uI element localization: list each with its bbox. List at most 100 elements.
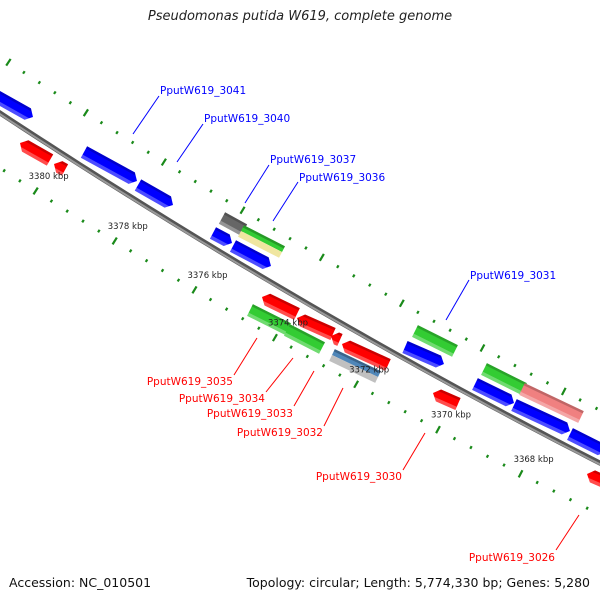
gene-highlight xyxy=(472,386,511,407)
minor-tick xyxy=(535,480,539,485)
gene-shade xyxy=(288,324,326,345)
minor-tick xyxy=(321,363,326,368)
gene-label[interactable]: PputW619_3035 xyxy=(147,376,233,388)
gene-feature[interactable] xyxy=(511,399,572,437)
label-leader-line xyxy=(323,387,344,427)
minor-tick xyxy=(529,372,533,377)
gene-feature[interactable] xyxy=(519,383,584,423)
gene-shade xyxy=(437,389,461,401)
gene-feature[interactable] xyxy=(481,363,527,395)
gene-feature[interactable] xyxy=(329,349,381,383)
gene-shade xyxy=(85,146,136,176)
gene-body xyxy=(262,293,300,320)
gene-highlight xyxy=(209,235,229,246)
gene-feature[interactable] xyxy=(238,225,285,258)
gene-feature[interactable] xyxy=(584,468,600,490)
gene-feature[interactable] xyxy=(430,387,461,410)
gene-label[interactable]: PputW619_3036 xyxy=(299,172,385,184)
gene-highlight xyxy=(481,371,523,395)
genes xyxy=(0,88,600,490)
gene-label[interactable]: PputW619_3037 xyxy=(270,154,356,166)
gene-feature[interactable] xyxy=(0,88,36,122)
gene-shade xyxy=(267,293,300,311)
minor-tick xyxy=(497,354,501,359)
gene-body xyxy=(567,428,600,456)
gene-body xyxy=(433,389,461,410)
gene-feature[interactable] xyxy=(134,179,176,210)
gene-highlight xyxy=(263,300,296,320)
gene-feature[interactable] xyxy=(259,291,300,320)
minor-tick xyxy=(208,297,213,302)
gene-highlight xyxy=(519,391,580,423)
gene-label[interactable]: PputW619_3032 xyxy=(237,427,323,439)
major-tick xyxy=(191,285,198,294)
minor-tick xyxy=(513,363,517,368)
minor-tick xyxy=(53,90,57,95)
gene-shade xyxy=(302,314,336,331)
minor-tick xyxy=(99,120,104,125)
gene-feature[interactable] xyxy=(80,146,140,186)
gene-feature[interactable] xyxy=(247,304,291,335)
gene-shade xyxy=(0,88,32,112)
gene-shade xyxy=(223,212,248,227)
gene-shade xyxy=(336,332,343,337)
minor-tick xyxy=(502,463,506,467)
gene-label[interactable]: PputW619_3030 xyxy=(316,471,402,483)
tick-label: 3378 kbp xyxy=(108,222,148,232)
major-tick xyxy=(160,158,167,167)
minor-tick xyxy=(240,316,245,321)
gene-feature[interactable] xyxy=(229,240,274,271)
gene-feature[interactable] xyxy=(412,325,458,357)
gene-feature[interactable] xyxy=(567,428,600,458)
gene-highlight xyxy=(55,167,64,176)
gene-feature[interactable] xyxy=(339,338,391,371)
minor-tick xyxy=(289,345,293,349)
minor-tick xyxy=(37,80,42,85)
gene-feature[interactable] xyxy=(17,137,54,166)
gene-label[interactable]: PputW619_3040 xyxy=(204,113,290,125)
minor-tick xyxy=(403,409,407,414)
minor-tick xyxy=(464,337,468,341)
gene-highlight xyxy=(511,407,567,435)
minor-tick xyxy=(130,140,135,145)
minor-tick xyxy=(578,398,582,402)
tick-label: 3368 kbp xyxy=(514,455,554,465)
label-leader-line xyxy=(132,95,160,135)
gene-body xyxy=(481,363,527,395)
minor-tick xyxy=(49,199,54,203)
minor-tick xyxy=(594,406,599,411)
gene-highlight xyxy=(298,321,332,340)
minor-tick xyxy=(81,219,85,223)
gene-shade xyxy=(485,363,527,386)
minor-tick xyxy=(22,70,26,75)
gene-feature[interactable] xyxy=(328,330,343,346)
gene-label[interactable]: PputW619_3034 xyxy=(179,393,265,405)
minor-tick xyxy=(225,198,229,203)
gene-feature[interactable] xyxy=(294,312,336,340)
gene-feature[interactable] xyxy=(51,158,69,176)
gene-feature[interactable] xyxy=(472,378,517,409)
gene-label[interactable]: PputW619_3033 xyxy=(207,408,293,420)
gene-feature[interactable] xyxy=(218,212,248,236)
minor-tick xyxy=(146,150,150,155)
gene-body xyxy=(80,146,137,184)
minor-tick xyxy=(160,268,165,273)
accession-text: Accession: NC_010501 xyxy=(9,575,152,590)
gene-body xyxy=(519,383,584,423)
gene-label[interactable]: PputW619_3041 xyxy=(160,85,246,97)
gene-feature[interactable] xyxy=(284,324,326,354)
gene-label[interactable]: PputW619_3031 xyxy=(470,270,556,282)
gene-body xyxy=(0,88,33,120)
gene-shade xyxy=(591,470,600,481)
gene-feature[interactable] xyxy=(209,227,235,249)
gene-shade xyxy=(515,399,569,426)
label-leader-line xyxy=(244,164,270,204)
gene-part xyxy=(329,355,379,383)
gene-feature[interactable] xyxy=(402,341,446,370)
gene-body xyxy=(587,470,600,490)
minor-tick xyxy=(448,328,452,333)
minor-tick xyxy=(304,246,308,250)
gene-label[interactable]: PputW619_3026 xyxy=(469,552,555,564)
major-tick xyxy=(560,387,567,396)
